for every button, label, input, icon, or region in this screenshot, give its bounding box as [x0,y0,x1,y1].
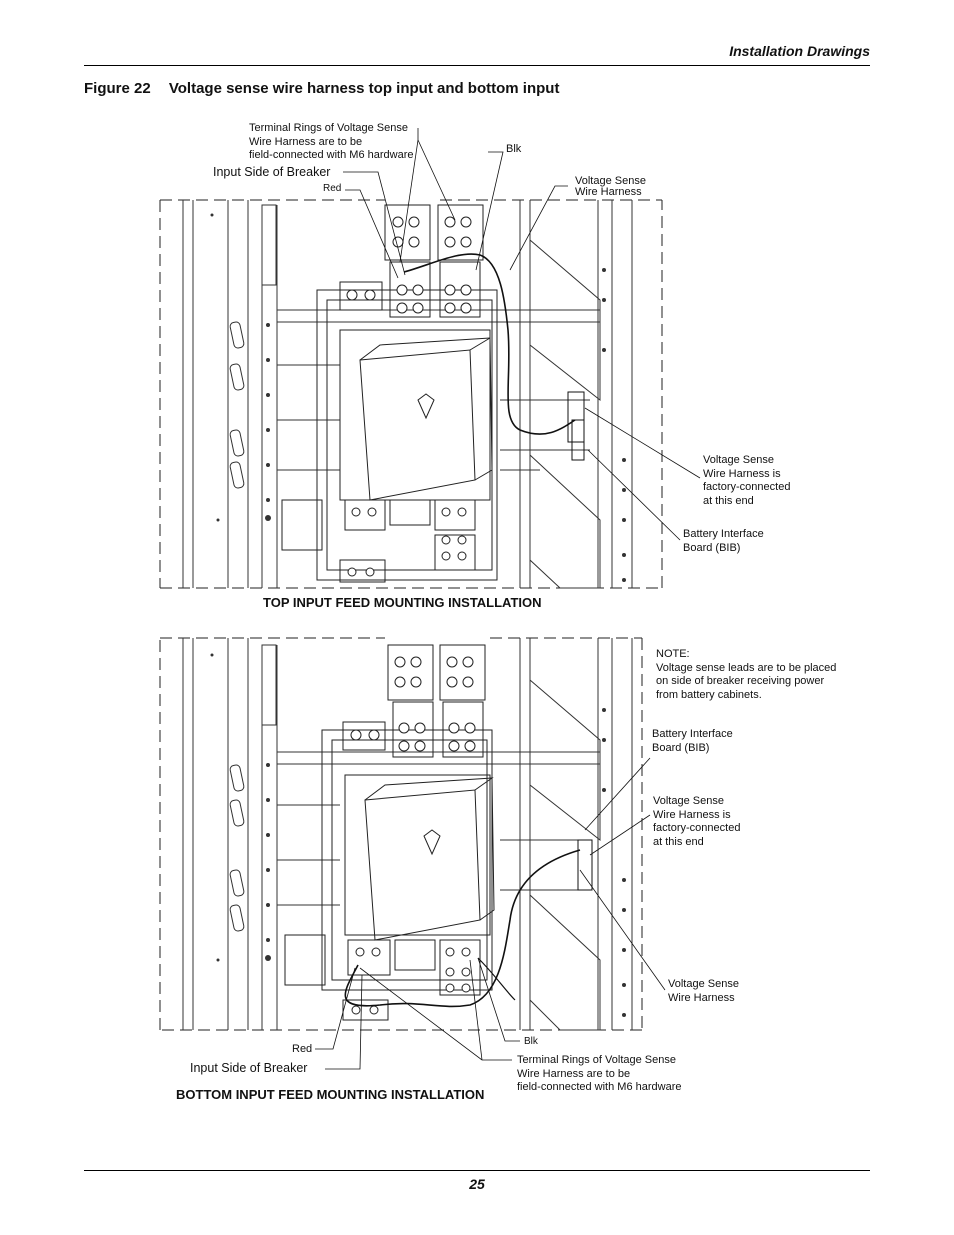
label-line: field-connected with M6 hardware [249,149,414,161]
label-line: Wire Harness [575,185,642,198]
label-line: Battery Interface [652,728,733,740]
label-line: from battery cabinets. [656,688,762,701]
label-line: Voltage Sense [703,454,774,466]
figure-title: Figure 22 Voltage sense wire harness top… [84,80,559,97]
label-line: Terminal Rings of Voltage Sense [517,1054,676,1066]
figure-caption: Voltage sense wire harness top input and… [168,80,560,97]
bottom-terminal-rings-label: Terminal Rings of Voltage Sense Wire Har… [517,1054,681,1095]
top-input-side-label: Input Side of Breaker [213,165,331,179]
header-rule [84,65,870,66]
bottom-bib-label: Battery Interface Board (BIB) [652,728,733,755]
label-line: Board (BIB) [683,541,741,554]
label-line: Wire Harness are to be [517,1067,631,1080]
label-line: Wire Harness [668,991,735,1004]
bottom-note-label: NOTE: Voltage sense leads are to be plac… [656,648,836,702]
bottom-input-side-label: Input Side of Breaker [190,1061,308,1075]
label-line: Wire Harness are to be [249,135,363,148]
bottom-drawing-caption: BOTTOM INPUT FEED MOUNTING INSTALLATION [176,1087,485,1102]
bottom-input-drawing [159,637,666,1070]
label-line: Wire Harness is [703,467,781,480]
bottom-blk-label: Blk [524,1036,538,1047]
top-bib-label: Battery Interface Board (BIB) [683,528,764,555]
top-input-drawing [159,128,701,589]
label-line: Board (BIB) [652,741,710,754]
top-factory-connected-label: Voltage Sense Wire Harness is factory-co… [703,454,790,508]
label-line: factory-connected [703,481,791,493]
bottom-red-label: Red [292,1043,313,1055]
footer-rule [84,1170,870,1171]
label-line: factory-connected [653,822,741,834]
label-line: Voltage Sense [668,978,739,990]
top-drawing-caption: TOP INPUT FEED MOUNTING INSTALLATION [263,595,542,610]
bottom-factory-connected-label: Voltage Sense Wire Harness is factory-co… [653,795,740,849]
bottom-harness-label: Voltage Sense Wire Harness [668,978,739,1005]
label-line: Voltage Sense [653,795,724,807]
top-red-label: Red [323,183,342,194]
top-harness-label: Voltage Sense Wire Harness [575,176,646,197]
label-line: Wire Harness is [653,808,731,821]
figure-number: Figure 22 [84,80,151,97]
top-blk-label: Blk [506,143,522,155]
section-title: Installation Drawings [729,43,870,59]
label-line: Battery Interface [683,528,764,540]
label-line: at this end [703,494,754,507]
label-line: Voltage sense leads are to be placed [656,661,837,674]
label-line: field-connected with M6 hardware [517,1081,682,1093]
label-line: on side of breaker receiving power [656,675,825,687]
top-terminal-rings-label: Terminal Rings of Voltage Sense Wire Har… [249,122,413,163]
page-number: 25 [469,1176,485,1192]
label-line: Terminal Rings of Voltage Sense [249,122,408,134]
label-line: NOTE: [656,648,690,660]
label-line: at this end [653,835,704,848]
label-line: Voltage Sense [575,175,646,187]
